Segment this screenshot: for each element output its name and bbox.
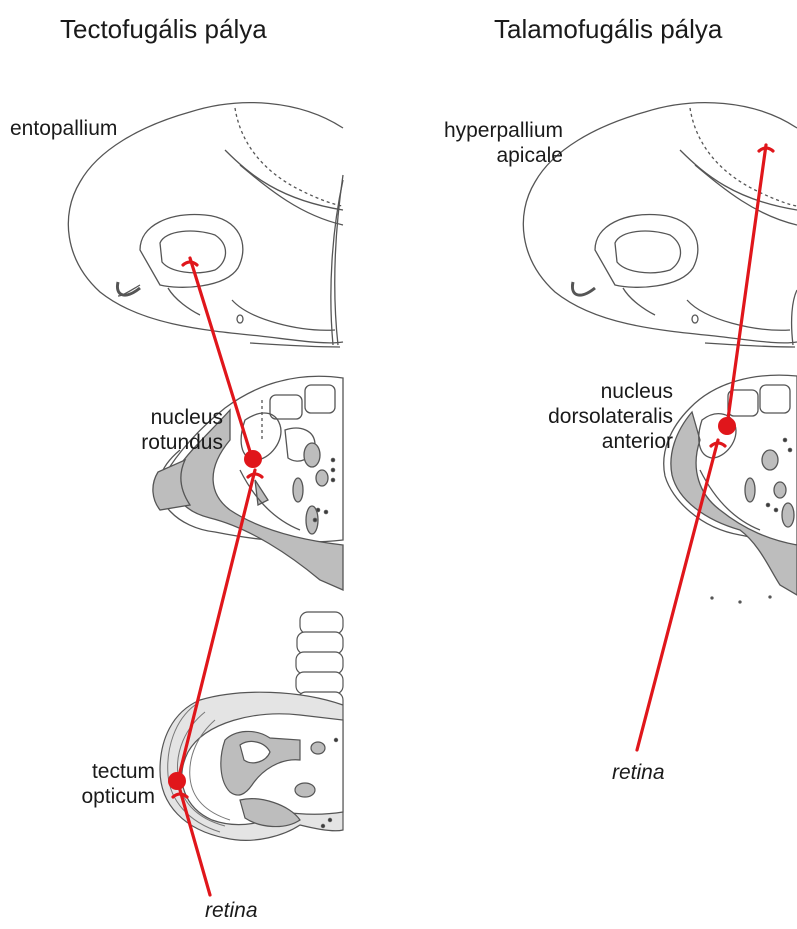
label-nucleus-dorsolateralis-anterior: nucleus dorsolateralis anterior (500, 379, 673, 454)
right-dorsolateralis-dot (718, 417, 736, 435)
label-line: opticum (70, 784, 155, 809)
label-tectum-opticum: tectum opticum (70, 759, 155, 809)
left-panel-title: Tectofugális pálya (60, 14, 267, 44)
left-tectum-drawing (160, 612, 343, 840)
label-retina-right: retina (612, 760, 665, 785)
label-line: nucleus (500, 379, 673, 404)
left-rotundus-dot (244, 450, 262, 468)
label-entopallium: entopallium (10, 116, 117, 141)
label-line: nucleus (130, 405, 223, 430)
label-nucleus-rotundus: nucleus rotundus (130, 405, 223, 455)
label-retina-left: retina (205, 898, 258, 923)
label-line: hyperpallium (405, 118, 563, 143)
label-hyperpallium-apicale: hyperpallium apicale (405, 118, 563, 168)
label-line: tectum (70, 759, 155, 784)
left-tectum-nucleus-dot (168, 772, 186, 790)
label-line: anterior (500, 429, 673, 454)
label-line: dorsolateralis (500, 404, 673, 429)
label-line: rotundus (130, 430, 223, 455)
right-panel-title: Talamofugális pálya (494, 14, 722, 44)
label-line: apicale (405, 143, 563, 168)
